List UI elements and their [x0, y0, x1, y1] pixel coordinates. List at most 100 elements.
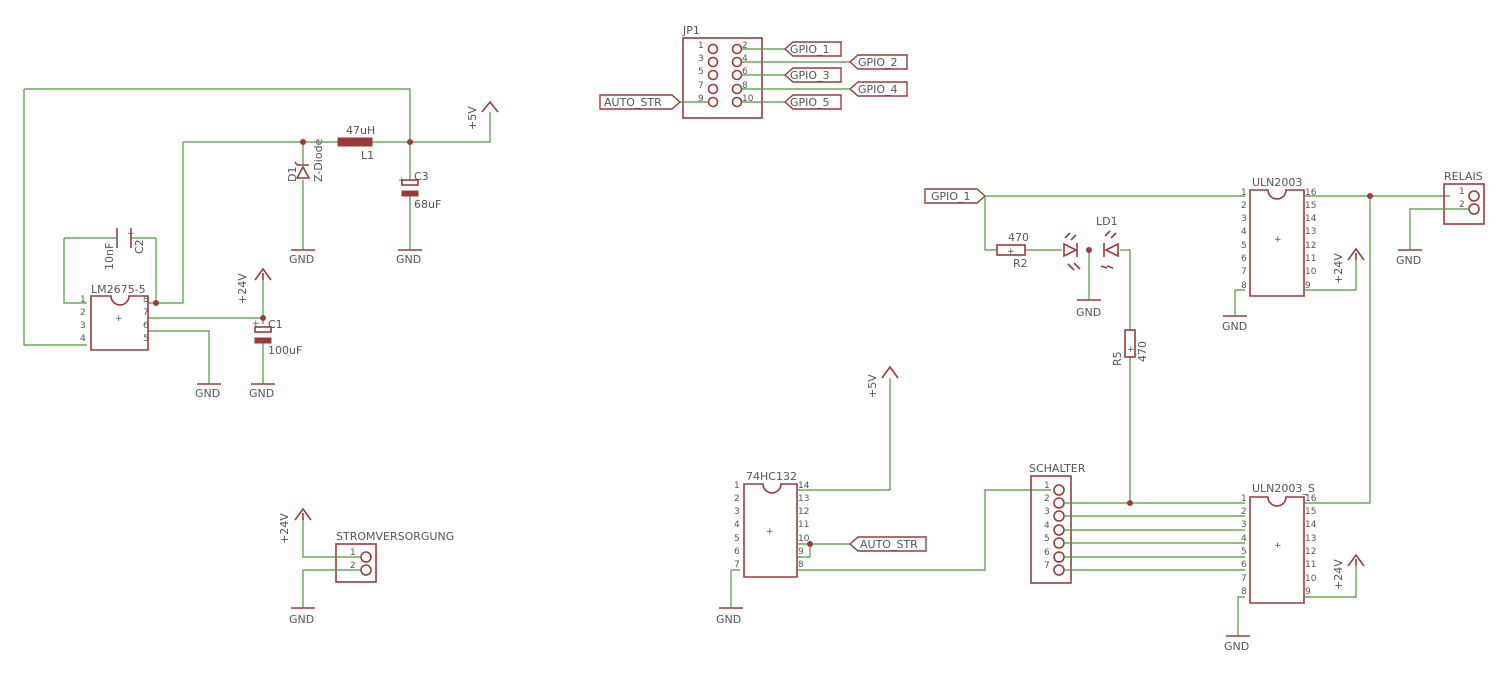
c2-value: 10nF — [103, 243, 116, 270]
gpio3-label-flag — [783, 67, 842, 83]
svg-text:1: 1 — [734, 481, 740, 491]
svg-text:7: 7 — [1241, 267, 1247, 277]
gnd-label-ld: GND — [1076, 306, 1101, 319]
r5-resistor: + R5 470 — [1111, 329, 1149, 366]
d1-zener-diode: D1 Z-Diode — [286, 138, 325, 182]
svg-text:2: 2 — [80, 308, 86, 318]
schalter-wires — [1064, 357, 1245, 571]
gpio3-label: GPIO_3 — [790, 69, 830, 82]
gpio1-label-flag — [783, 41, 842, 57]
gnd-label-c1: GND — [249, 387, 274, 400]
svg-text:8: 8 — [143, 295, 149, 305]
svg-text:10: 10 — [1305, 574, 1317, 584]
r5-label: R5 — [1111, 351, 1124, 366]
gnd-label-strom: GND — [289, 613, 314, 626]
auto-str-label: AUTO_STR — [604, 96, 662, 109]
jp1-label: JP1 — [682, 24, 700, 37]
relais-connector: RELAIS 1 2 GND — [1396, 170, 1485, 267]
svg-text:4: 4 — [1044, 521, 1050, 531]
p24v-arrow-1 — [254, 267, 272, 281]
r5-value: 470 — [1136, 341, 1149, 362]
p24v-label-1: +24V — [236, 273, 249, 304]
svg-text:+: + — [1127, 345, 1135, 355]
svg-text:+: + — [1274, 235, 1282, 245]
gpio1-label: GPIO_1 — [790, 43, 830, 56]
d1-label: D1 — [286, 167, 299, 182]
c1-capacitor: + C1 100uF — [252, 318, 302, 357]
svg-text:9: 9 — [1305, 281, 1311, 291]
p24v-arrow-uln-bot — [1347, 553, 1365, 567]
svg-text:2: 2 — [1241, 507, 1247, 517]
uln-bot-wires: +24V GND — [1224, 553, 1365, 653]
svg-text:3: 3 — [1044, 507, 1050, 517]
svg-text:+: + — [127, 229, 135, 239]
svg-text:9: 9 — [798, 547, 804, 557]
jp1-wires — [680, 48, 850, 103]
svg-text:+: + — [115, 314, 123, 324]
stromversorgung-label: STROMVERSORGUNG — [336, 530, 454, 543]
svg-text:5: 5 — [1241, 241, 1247, 251]
svg-text:7: 7 — [143, 308, 149, 318]
svg-text:3: 3 — [734, 507, 740, 517]
svg-text:12: 12 — [1305, 241, 1316, 251]
auto-str-label-flag — [599, 94, 682, 110]
stromversorgung-connector: STROMVERSORGUNG 1 2 +24V GND — [278, 507, 454, 626]
svg-text:6: 6 — [1241, 254, 1247, 264]
svg-text:+: + — [252, 319, 260, 329]
svg-text:1: 1 — [350, 548, 356, 558]
c3-capacitor: + C3 68uF — [398, 170, 441, 211]
jp1-pin-9: 9 — [698, 94, 704, 104]
l1-inductor: 47uH L1 — [337, 124, 375, 162]
svg-text:7: 7 — [734, 560, 740, 570]
uln-top-wires: +24V GND — [1222, 193, 1450, 504]
svg-text:5: 5 — [143, 334, 149, 344]
svg-text:2: 2 — [350, 561, 356, 571]
svg-text:9: 9 — [1305, 587, 1311, 597]
p5v-label-1: +5V — [466, 106, 479, 130]
jp1-pin-3: 3 — [698, 54, 704, 64]
svg-text:5: 5 — [1241, 547, 1247, 557]
svg-text:12: 12 — [1305, 547, 1316, 557]
p5v-arrow-2 — [881, 365, 899, 379]
svg-text:3: 3 — [1241, 214, 1247, 224]
schalter-label: SCHALTER — [1029, 462, 1086, 475]
lm2675-label: LM2675-5 — [91, 283, 146, 296]
svg-text:14: 14 — [1305, 520, 1317, 530]
svg-text:14: 14 — [1305, 214, 1317, 224]
jp1-pin-circles — [707, 43, 743, 108]
svg-text:2: 2 — [1459, 200, 1465, 210]
uln-top-label: ULN2003 — [1252, 176, 1302, 189]
svg-text:2: 2 — [734, 494, 740, 504]
c1-value: 100uF — [268, 344, 302, 357]
hc132-wires: AUTO_STR +5V GND — [716, 365, 1051, 626]
gnd-label-hc: GND — [716, 613, 741, 626]
gnd-label-lm: GND — [195, 387, 220, 400]
svg-text:+: + — [398, 176, 406, 186]
svg-text:1: 1 — [1044, 481, 1050, 491]
svg-text:12: 12 — [798, 507, 809, 517]
svg-text:6: 6 — [143, 321, 149, 331]
c2-capacitor: + 10nF C2 — [103, 228, 146, 270]
svg-text:7: 7 — [1044, 561, 1050, 571]
supply-symbols-left: +5V +24V GND GND GND GND — [195, 100, 499, 400]
svg-text:11: 11 — [1305, 560, 1316, 570]
r2-resistor: + 470 R2 — [996, 231, 1029, 270]
gnd-label-c3: GND — [396, 253, 421, 266]
gpio1-right-flag: GPIO_1 — [924, 188, 987, 204]
uln2003-top-chip: ULN2003 1 2 3 4 5 6 7 8 16 15 14 13 12 1… — [1241, 176, 1317, 297]
svg-text:10: 10 — [1305, 267, 1317, 277]
gpio5-label-flag — [783, 94, 842, 110]
p5v-arrow-1 — [481, 100, 499, 113]
svg-text:2: 2 — [1241, 201, 1247, 211]
svg-text:7: 7 — [1241, 574, 1247, 584]
p5v-label-2: +5V — [866, 374, 879, 398]
p24v-arrow-uln-top — [1347, 247, 1365, 261]
svg-text:14: 14 — [798, 481, 810, 491]
auto-str-right-label: AUTO_STR — [860, 538, 918, 551]
supply-wires — [23, 88, 491, 384]
jp1-pin-4: 4 — [742, 54, 748, 64]
svg-text:3: 3 — [1241, 520, 1247, 530]
hc132-label: 74HC132 — [746, 470, 797, 483]
svg-text:6: 6 — [1241, 560, 1247, 570]
auto-str-right-flag — [848, 536, 927, 552]
